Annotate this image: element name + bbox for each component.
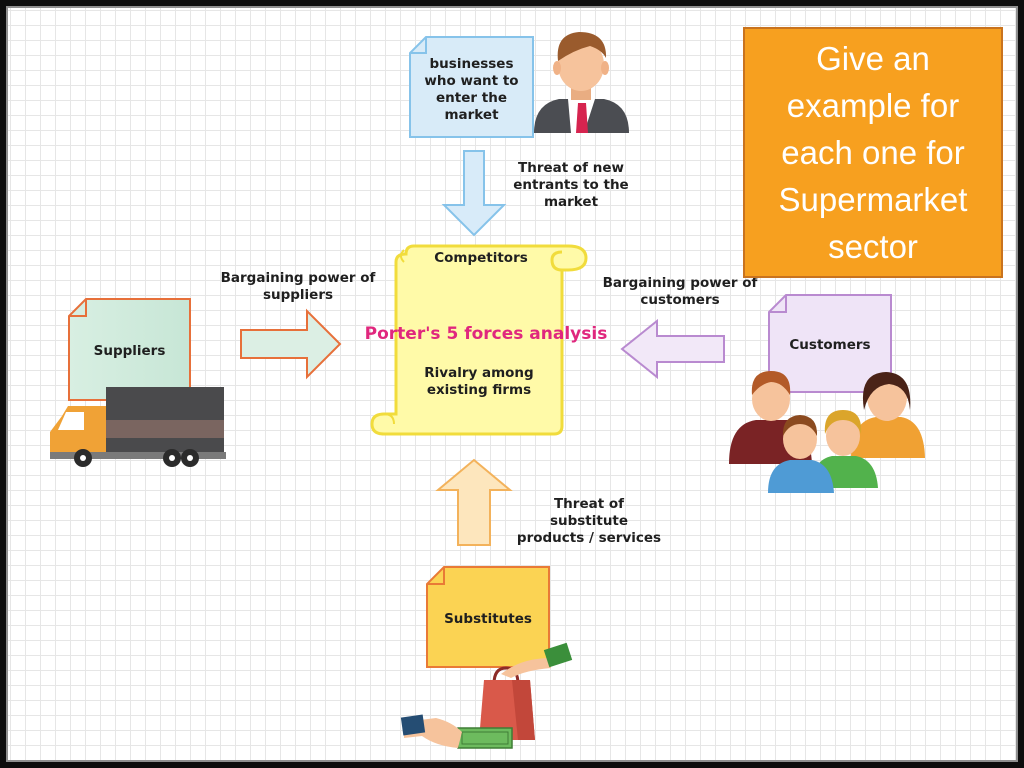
supplier-power-label: Bargaining power of suppliers xyxy=(220,270,376,303)
customers-doc xyxy=(768,294,892,393)
substitutes-label: Substitutes xyxy=(444,610,532,627)
competitors-scroll xyxy=(370,244,588,436)
customers-arrow xyxy=(620,318,725,380)
suppliers-label: Suppliers xyxy=(93,342,166,359)
new-entrants-doc xyxy=(409,36,534,138)
rivalry-label: Rivalry among existing firms xyxy=(424,365,534,398)
callout-text: Give an example for each one for Superma… xyxy=(778,40,968,265)
suppliers-arrow xyxy=(240,308,342,380)
new-entrants-arrow xyxy=(441,150,507,237)
substitutes-doc xyxy=(426,566,550,668)
porter-diagram xyxy=(50,32,925,749)
porters-five-forces-title: Porter's 5 forces analysis xyxy=(364,324,608,344)
new-entrants-label: businesses who want to enter the market xyxy=(424,56,519,123)
shopping-payment-icon xyxy=(400,642,573,749)
delivery-truck-icon xyxy=(50,387,226,467)
customers-label: Customers xyxy=(789,336,871,353)
customer-power-label: Bargaining power of customers xyxy=(602,275,758,308)
businessman-icon xyxy=(534,32,629,133)
competitors-heading: Competitors xyxy=(434,250,528,266)
instruction-callout: Give an example for each one for Superma… xyxy=(743,27,1003,278)
threat-substitutes-label: Threat of substitute products / services xyxy=(516,496,662,546)
threat-new-entrants-label: Threat of new entrants to the market xyxy=(513,160,629,210)
substitutes-arrow xyxy=(435,458,513,546)
family-icon xyxy=(729,371,925,493)
